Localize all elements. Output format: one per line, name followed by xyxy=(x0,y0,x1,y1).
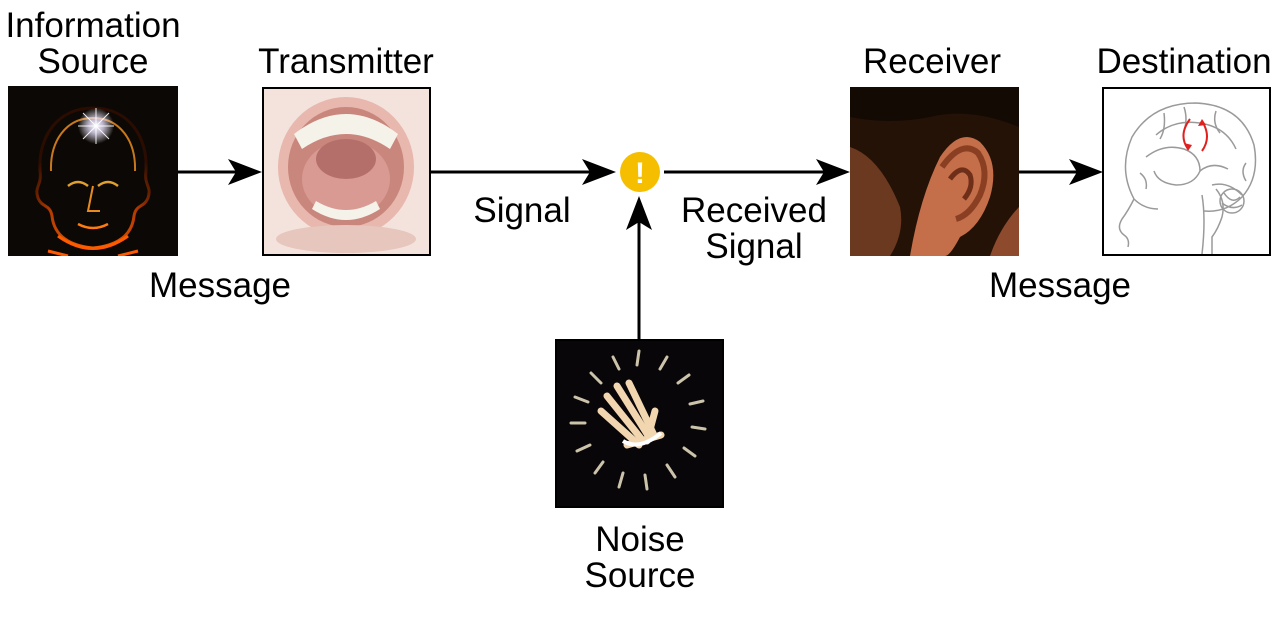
noise-marker: ! xyxy=(620,152,660,192)
ear-icon xyxy=(850,87,1019,256)
destination-image xyxy=(1102,87,1271,256)
information-source-image xyxy=(8,86,178,256)
noise-marker-glyph: ! xyxy=(635,157,645,190)
brain-outline-icon xyxy=(1118,102,1257,254)
edge-label-received: Received xyxy=(681,191,827,230)
arrowhead-transmitter xyxy=(228,159,262,185)
arrowhead-receiver xyxy=(816,159,850,185)
warning-icon xyxy=(620,152,660,192)
open-mouth-icon xyxy=(264,89,429,254)
node-label-noise: Noise xyxy=(595,520,685,559)
edge-label-received-signal: Signal xyxy=(705,227,803,266)
transmitter-image xyxy=(262,87,431,256)
arrowhead-noise xyxy=(626,196,652,230)
head-with-light-burst-icon xyxy=(35,106,151,256)
node-label-source: Source xyxy=(37,42,149,81)
node-label-transmitter: Transmitter xyxy=(258,42,434,81)
node-label-noise-source: Source xyxy=(584,556,696,595)
edge-label-message-right: Message xyxy=(988,266,1132,305)
arrowhead-destination xyxy=(1069,159,1103,185)
edge-label-message-left: Message xyxy=(148,266,292,305)
arrowhead-channel xyxy=(582,159,616,185)
node-label-receiver: Receiver xyxy=(862,42,1002,81)
noise-source-image xyxy=(555,339,724,508)
edge-label-signal: Signal xyxy=(473,191,571,230)
receiver-image xyxy=(850,87,1019,256)
node-label-destination: Destination xyxy=(1096,42,1272,81)
light-burst-icon xyxy=(569,349,707,491)
node-label-information: Information xyxy=(5,6,181,45)
